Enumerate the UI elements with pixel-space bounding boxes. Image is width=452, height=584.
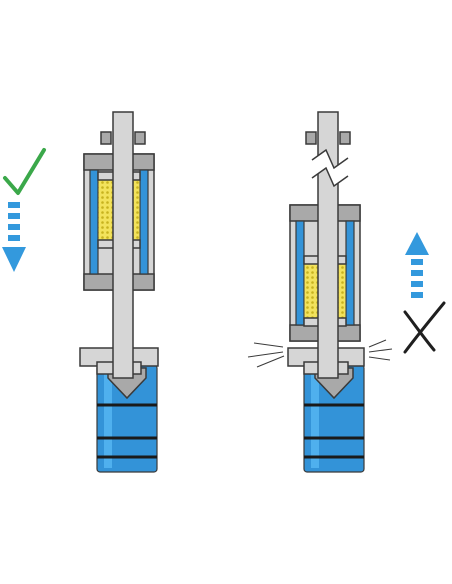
right-shaft [317, 111, 339, 379]
right-blue-highlight [311, 368, 319, 468]
left-blue-liner-r [139, 169, 149, 275]
right-shaft-break-bottom [311, 166, 349, 188]
up-arrow-dash-2 [411, 270, 423, 276]
right-shaft-break-top [311, 148, 349, 170]
right-shaft-break [312, 150, 348, 186]
right-blue-liner-l [295, 220, 305, 326]
left-blue-highlight [104, 368, 112, 468]
down-arrow-head [2, 247, 26, 272]
right-top-bolt-l [305, 131, 317, 145]
right-leak-line-l1 [247, 351, 284, 358]
left-spring-l [97, 179, 115, 241]
down-arrow-dash-1 [8, 202, 20, 208]
down-arrow-dash-2 [8, 213, 20, 219]
right-assembly [247, 111, 393, 473]
cross-icon-stroke-2 [403, 301, 446, 354]
up-arrow-dash-4 [411, 292, 423, 298]
down-arrow-dash-3 [8, 224, 20, 230]
down-arrow-dash-4 [8, 235, 20, 241]
right-blue-liner-r [345, 220, 355, 326]
right-top-bolt-r [339, 131, 351, 145]
checkmark-group [3, 148, 46, 195]
right-leak-line-r3 [368, 356, 391, 361]
up-arrow-dash-1 [411, 259, 423, 265]
up-arrow-head [405, 232, 429, 255]
right-leak-line-l2 [253, 342, 284, 348]
right-leak-line-l3 [256, 355, 285, 368]
right-leak-line-r2 [368, 339, 387, 348]
left-shaft [112, 111, 134, 379]
right-leak-line-r1 [368, 348, 393, 353]
left-top-bolt-r [134, 131, 146, 145]
up-arrow-dash-3 [411, 281, 423, 287]
left-blue-liner-l [89, 169, 99, 275]
checkmark-icon [3, 148, 46, 195]
left-top-bolt-l [100, 131, 112, 145]
cross-group [403, 301, 446, 354]
down-arrow-icon [2, 202, 26, 272]
up-arrow-icon [405, 232, 429, 298]
left-assembly [79, 111, 159, 473]
